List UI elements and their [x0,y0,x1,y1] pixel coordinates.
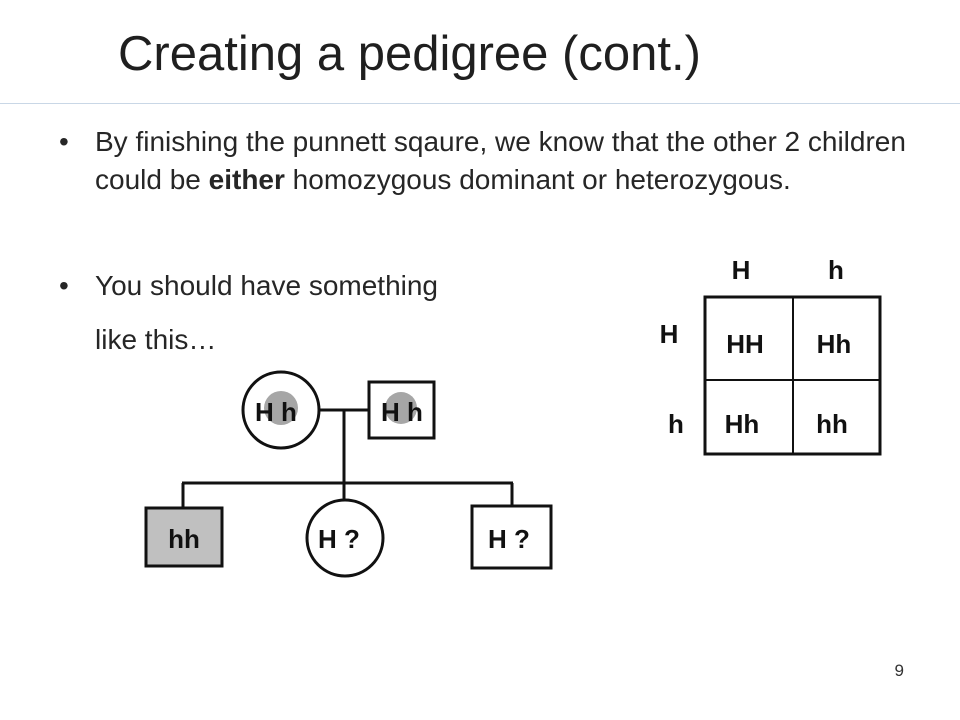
bullet-line-2: like this… [95,324,217,355]
bullet-expected-result: • You should have something like this… [59,267,615,359]
punnett-col-header-1: H [732,255,751,285]
punnett-cell-2-2: hh [816,409,848,439]
mother-symbol: H h [241,370,321,450]
punnett-col-header-2: h [828,255,844,285]
bullet-text-start: By finishing the punnett sqaure, we know… [95,126,906,195]
child-2-genotype: H ? [318,524,360,554]
bullet-emphasis: either [208,164,285,195]
bullet-text-end: homozygous dominant or heterozygous. [284,164,791,195]
bullet-marker: • [59,270,69,301]
page-number: 9 [894,661,904,680]
slide-title: Creating a pedigree (cont.) [118,27,701,81]
punnett-row-header-1: H [660,319,679,349]
carrier-dot [264,391,298,425]
carrier-dot [385,392,417,424]
punnett-square: H h H h HH Hh Hh hh [660,255,882,456]
child-3-genotype: H ? [488,524,530,554]
title-divider [0,103,960,104]
child-1-symbol: hh [144,506,224,568]
female-circle [305,498,385,578]
punnett-cell-1-2: Hh [817,329,852,359]
father-genotype: H h [381,397,423,427]
bullet-punnett-conclusion: • By finishing the punnett sqaure, we kn… [59,123,915,199]
affected-male-square [144,506,224,568]
child-2-symbol: H ? [305,498,385,578]
punnett-cell-2-1: Hh [725,409,760,439]
bullet-marker: • [59,126,69,157]
child-1-genotype: hh [168,524,200,554]
punnett-row-header-2: h [668,409,684,439]
bullet-line-1: You should have something [95,270,438,301]
punnett-cell-1-1: HH [726,329,764,359]
child-3-symbol: H ? [470,504,553,570]
pedigree-chart: H h H h hh H ? H ? [144,370,553,578]
mother-genotype: H h [255,397,297,427]
father-symbol: H h [367,380,436,440]
male-square [470,504,553,570]
